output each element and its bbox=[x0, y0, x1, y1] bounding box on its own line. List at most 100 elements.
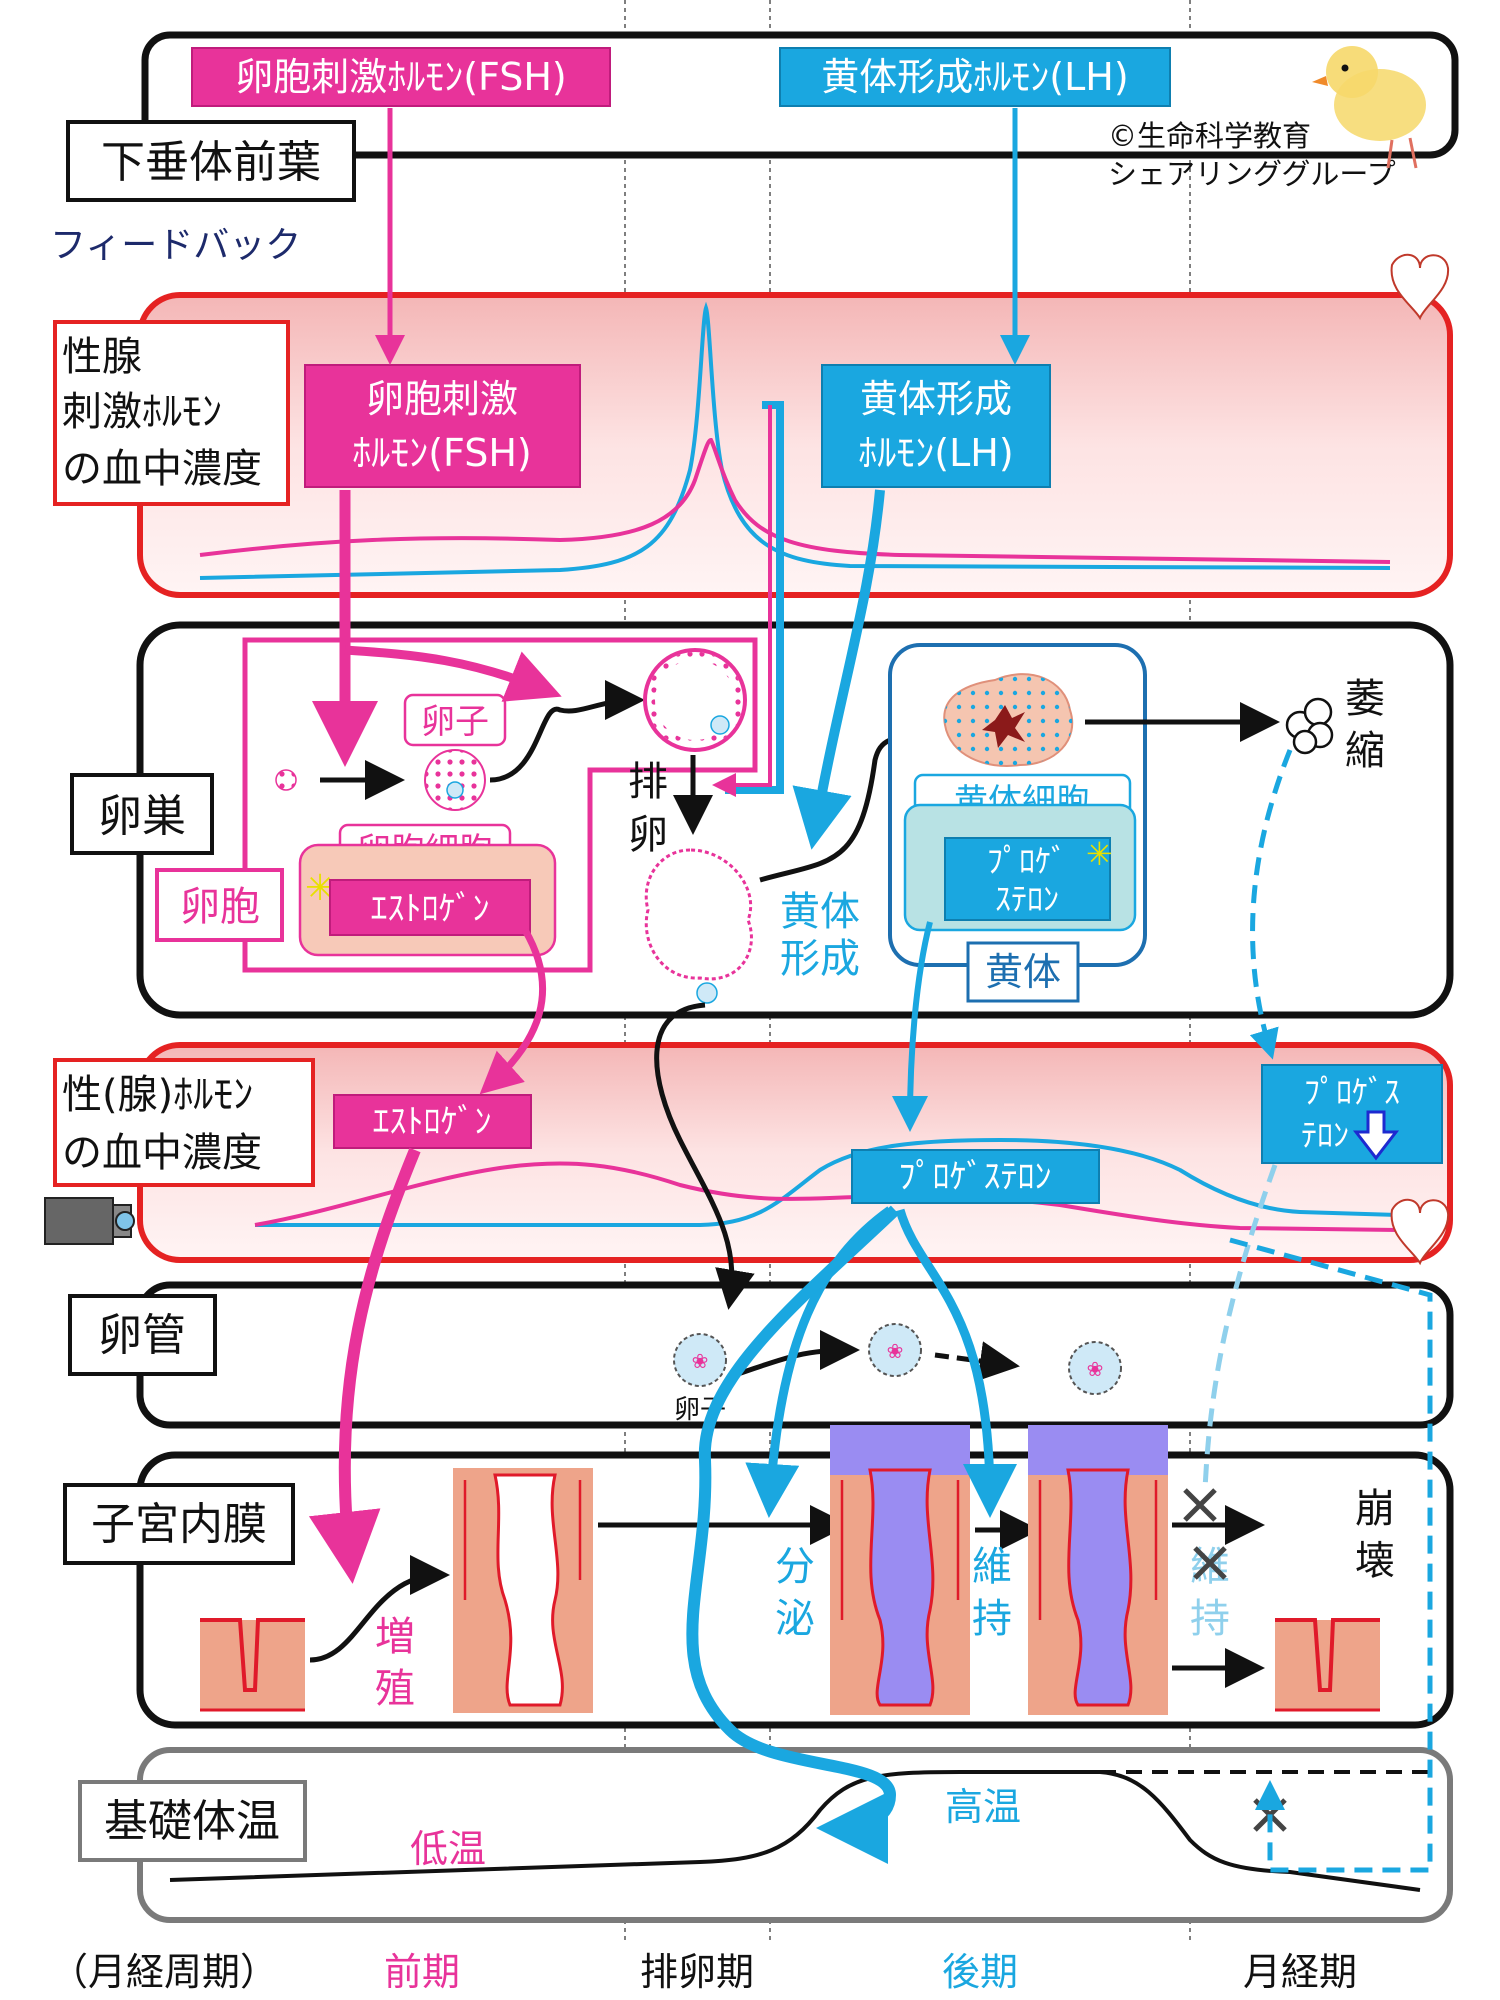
chick-icon bbox=[1312, 46, 1426, 169]
arrow-withdrawal-dashed bbox=[1202, 1164, 1278, 1491]
estrogen-blood-box bbox=[333, 1094, 532, 1149]
endometrium-panel bbox=[136, 1451, 1454, 1729]
sex-hormone-label-2: の血中濃度 bbox=[62, 1130, 262, 1176]
estrogen-blood-curve bbox=[254, 1161, 1401, 1232]
collapse-label-1: 崩 bbox=[1355, 1486, 1395, 1532]
primordial-follicle bbox=[275, 769, 297, 791]
ovum-label: 卵子 bbox=[421, 702, 489, 742]
ovum-oviduct-1 bbox=[673, 1333, 727, 1387]
endometrium-late-secretory bbox=[1028, 1425, 1168, 1715]
phase-follicular: 前期 bbox=[384, 1950, 460, 1994]
cross-icon bbox=[1183, 1488, 1227, 1580]
arrow-estrogen-to-endometrium bbox=[308, 1147, 421, 1584]
progesterone-blood-box bbox=[851, 1149, 1100, 1204]
lh-mid-box bbox=[821, 364, 1051, 488]
arrow-lh-to-corpus bbox=[792, 489, 885, 850]
lh-top-label: 黄体形成ﾎﾙﾓﾝ(LH) bbox=[821, 55, 1128, 99]
atrophy-label-1: 萎 bbox=[1345, 676, 1385, 722]
heart-icon-2 bbox=[1390, 1198, 1450, 1266]
estrogen-ovary-label: ｴｽﾄﾛｹﾞﾝ bbox=[371, 889, 490, 929]
gonadotropin-label-1: 性腺 bbox=[62, 334, 142, 380]
ovum-label-box bbox=[403, 693, 507, 747]
svg-text:❀: ❀ bbox=[692, 1349, 709, 1373]
maintain-label-2: 持 bbox=[972, 1596, 1012, 1642]
atrophy-label-2: 縮 bbox=[1345, 728, 1385, 774]
oviduct-label: 卵管 bbox=[98, 1310, 186, 1361]
follicle-label-box bbox=[155, 868, 284, 942]
progesterone-ovary-label-1: ﾌﾟﾛｹﾞ bbox=[987, 842, 1067, 880]
progesterone-drop-box bbox=[1261, 1064, 1443, 1164]
copyright-line-1: ©生命科学教育 bbox=[1108, 119, 1311, 153]
arrow-proliferate bbox=[309, 1555, 450, 1663]
graafian-follicle bbox=[643, 648, 747, 752]
pituitary-label: 下垂体前葉 bbox=[101, 137, 321, 188]
lh-top-box bbox=[779, 47, 1171, 107]
progesterone-blood-curve bbox=[255, 1137, 1401, 1227]
fsh-top-label: 卵胞刺激ﾎﾙﾓﾝ(FSH) bbox=[235, 55, 567, 99]
maintain2-label-2: 持 bbox=[1190, 1596, 1230, 1642]
gonadotropin-label-2: 刺激ﾎﾙﾓﾝ bbox=[62, 389, 222, 435]
camera-icon bbox=[44, 1197, 135, 1245]
cycle-label: （月経周期） bbox=[50, 1950, 278, 1994]
progesterone-drop-label-2: ﾃﾛﾝ bbox=[1301, 1116, 1349, 1154]
fsh-top-box bbox=[191, 47, 611, 107]
bbt-label: 基礎体温 bbox=[104, 1796, 280, 1847]
atrophied-corpus-icon bbox=[1285, 697, 1334, 755]
endometrium-secretory bbox=[830, 1425, 970, 1715]
arrow-oviduct-2 bbox=[934, 1341, 1020, 1381]
arrow-progesterone-to-bbt bbox=[686, 1205, 900, 1864]
bbt-label-box bbox=[78, 1780, 307, 1862]
corpus-formation-label-1: 黄体 bbox=[780, 889, 860, 935]
collapse-label-2: 壊 bbox=[1355, 1538, 1395, 1584]
high-temp-label: 高温 bbox=[945, 1785, 1021, 1829]
ruptured-follicle bbox=[644, 848, 753, 981]
oviduct-label-box bbox=[68, 1294, 217, 1376]
progesterone-ovary-box bbox=[944, 837, 1111, 921]
down-arrow-icon bbox=[1352, 1110, 1400, 1161]
bbt-curve bbox=[169, 1770, 1421, 1892]
fsh-blood-curve bbox=[199, 437, 1391, 564]
fsh-mid-label-1: 卵胞刺激 bbox=[366, 377, 518, 421]
maintain-label-1: 維 bbox=[972, 1544, 1012, 1590]
follicle-region bbox=[242, 637, 758, 973]
endometrium-label: 子宮内膜 bbox=[91, 1499, 267, 1550]
progesterone-blood-label: ﾌﾟﾛｹﾞｽﾃﾛﾝ bbox=[899, 1157, 1052, 1197]
endometrium-menstrual bbox=[1275, 1618, 1380, 1712]
lh-mid-label-1: 黄体形成 bbox=[860, 377, 1012, 421]
proliferation-label-2: 殖 bbox=[375, 1666, 415, 1712]
svg-text:❀: ❀ bbox=[1087, 1357, 1104, 1381]
svg-text:❀: ❀ bbox=[887, 1339, 904, 1363]
endometrium-proliferative bbox=[453, 1468, 593, 1713]
arrow-to-graafian bbox=[489, 680, 645, 783]
lh-mid-label-2: ﾎﾙﾓﾝ(LH) bbox=[858, 431, 1013, 475]
copyright-line-2: シェアリンググループ bbox=[1108, 157, 1396, 191]
proliferation-label-1: 増 bbox=[375, 1614, 415, 1660]
low-temp-label: 低温 bbox=[410, 1827, 486, 1871]
sex-hormone-label-box bbox=[53, 1058, 315, 1187]
phase-luteal: 後期 bbox=[942, 1950, 1018, 1994]
corpus-formation-label-2: 形成 bbox=[780, 936, 860, 982]
estrogen-ovary-box bbox=[329, 879, 531, 936]
follicle-label: 卵胞 bbox=[180, 884, 260, 930]
arrow-fsh-to-graafian bbox=[344, 645, 562, 702]
corpus-luteum-label-box bbox=[966, 941, 1080, 1003]
arrow-estrogen-to-blood bbox=[479, 928, 547, 1095]
secretion-label-2: 泌 bbox=[775, 1596, 815, 1642]
heart-icon bbox=[1390, 253, 1450, 321]
arrow-bbt-drop-dashed bbox=[1229, 1237, 1433, 1873]
secretion-label-1: 分 bbox=[775, 1544, 815, 1590]
arrow-ovum-to-oviduct bbox=[654, 1002, 755, 1310]
ovulation-label-2: 卵 bbox=[628, 812, 668, 858]
arrow-progesterone-maintain bbox=[895, 1208, 1017, 1518]
gonadotropin-label-3: の血中濃度 bbox=[62, 446, 262, 492]
fsh-mid-label-2: ﾎﾙﾓﾝ(FSH) bbox=[352, 431, 532, 475]
endometrium-thin bbox=[200, 1618, 305, 1712]
phase-ovulation: 排卵期 bbox=[640, 1950, 754, 1994]
endometrium-label-box bbox=[63, 1483, 295, 1565]
feedback-label: フィードバック bbox=[50, 225, 301, 266]
growing-follicle bbox=[424, 749, 486, 811]
arrow-progesterone-to-blood bbox=[892, 921, 933, 1132]
arrow-atrophy-dashed bbox=[1249, 749, 1293, 1060]
corpus-luteum-label: 黄体 bbox=[985, 950, 1061, 994]
pituitary-label-box bbox=[66, 120, 356, 202]
